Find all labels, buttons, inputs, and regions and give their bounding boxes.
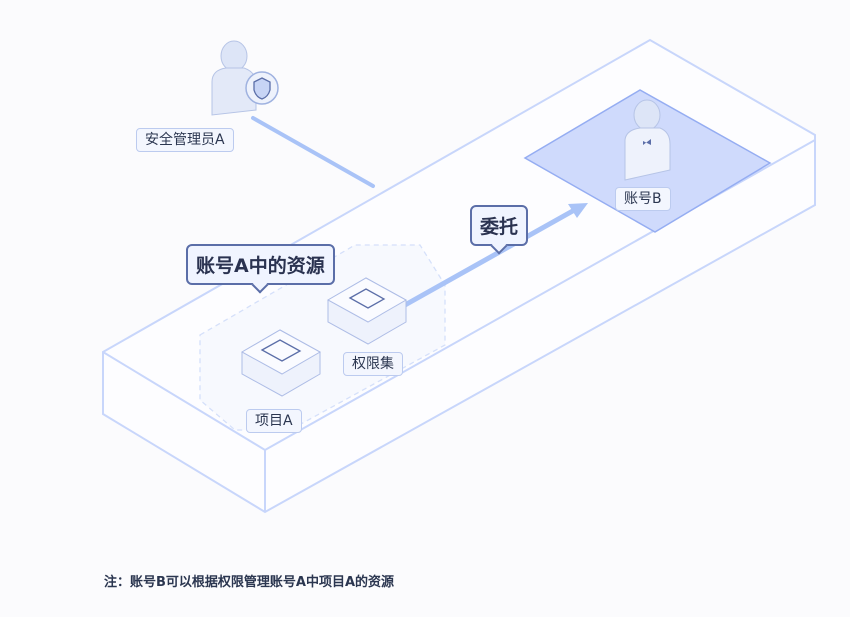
admin-label: 安全管理员A [136,128,234,152]
account-b-person-icon [624,99,671,181]
admin-person-icon [211,40,279,116]
admin-connector [251,116,375,188]
account-b-label: 账号B [615,187,671,211]
project-label: 项目A [246,409,302,433]
project-box-icon [240,329,322,397]
resources-bubble: 账号A中的资源 [186,244,335,285]
delegate-arrow [402,203,588,308]
permission-set-box-icon [326,277,408,345]
footnote: 注：账号B可以根据权限管理账号A中项目A的资源 [104,575,395,590]
permission-set-label: 权限集 [343,352,403,376]
delegate-bubble: 委托 [470,205,529,246]
